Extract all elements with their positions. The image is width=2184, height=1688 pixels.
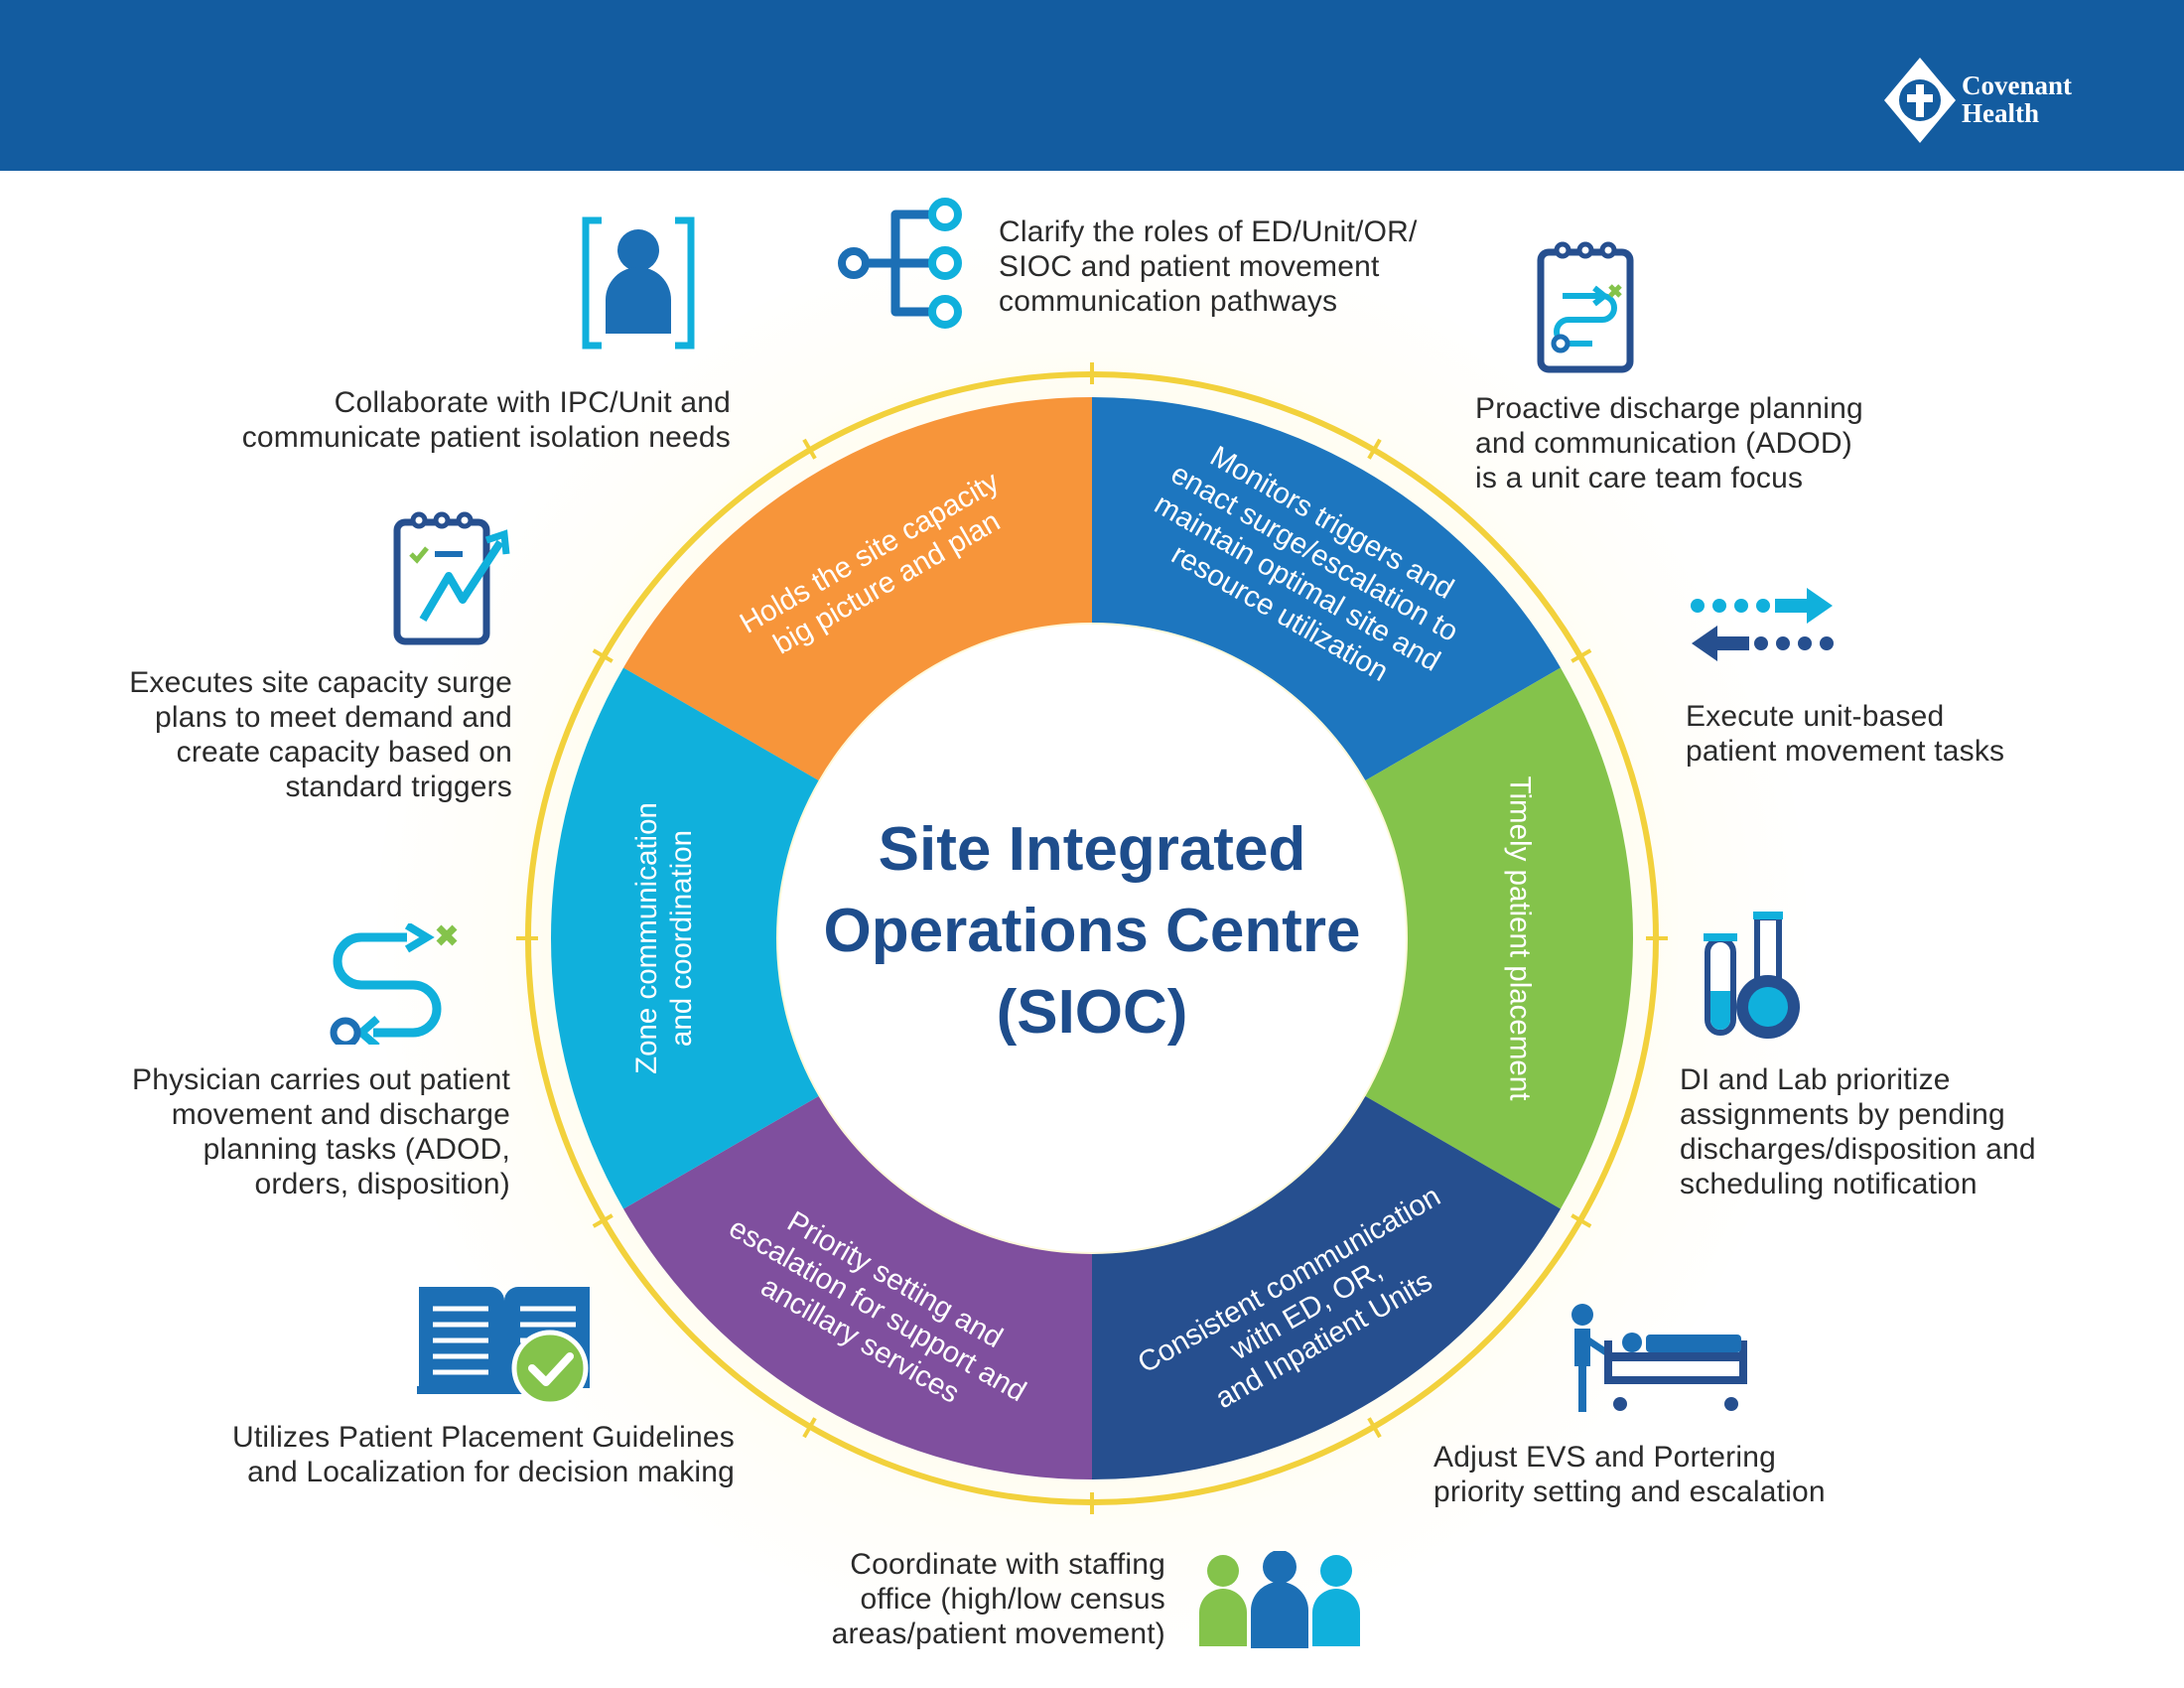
staff-group-icon	[1199, 1551, 1360, 1648]
wheel-segment-label: Zone communicationand coordination	[630, 802, 698, 1074]
item-line: create capacity based on	[176, 736, 512, 769]
item-line: Adjust EVS and Portering	[1433, 1441, 1776, 1474]
org-name-line2: Health	[1962, 98, 2039, 128]
item-line: planning tasks (ADOD,	[203, 1133, 510, 1166]
item-line: Utilizes Patient Placement Guidelines	[232, 1421, 735, 1454]
item-label-evs-portering: Adjust EVS and Portering priority settin…	[1433, 1440, 1826, 1509]
item-line: movement and discharge	[171, 1098, 510, 1131]
wheel-segment-label-line: Timely patient placement	[1504, 776, 1537, 1101]
item-line: Clarify the roles of ED/Unit/OR/	[999, 215, 1418, 248]
ring-tick	[802, 1417, 817, 1439]
item-line: Execute unit-based	[1686, 700, 1945, 733]
item-line: discharges/disposition and	[1680, 1133, 2036, 1166]
item-line: areas/patient movement)	[831, 1618, 1165, 1650]
item-line: communicate patient isolation needs	[241, 421, 731, 454]
wheel-segment	[551, 667, 819, 1209]
patient-isolation-icon	[582, 216, 695, 350]
ring-tick	[1570, 1213, 1592, 1228]
lab-flasks-icon	[1704, 912, 1800, 1039]
item-line: patient movement tasks	[1686, 735, 2005, 768]
item-line: Collaborate with IPC/Unit and	[334, 386, 731, 419]
clipboard-chart-icon	[393, 511, 510, 645]
ring-tick	[592, 648, 614, 663]
item-line: Coordinate with staffing	[850, 1548, 1165, 1581]
wheel-segment-label-line: and coordination	[665, 830, 698, 1047]
wheel-segment	[1092, 397, 1561, 780]
clipboard-route-icon	[1537, 241, 1634, 373]
ring-tick	[802, 438, 817, 460]
item-line: SIOC and patient movement	[999, 250, 1380, 283]
center-title: Site Integrated Operations Centre (SIOC)	[754, 809, 1430, 1054]
covenant-cross-icon	[1884, 58, 1956, 143]
item-line: and Localization for decision making	[247, 1456, 735, 1488]
network-nodes-icon	[838, 198, 962, 329]
item-line: standard triggers	[285, 771, 512, 803]
item-line: DI and Lab prioritize	[1680, 1063, 1951, 1096]
item-line: and communication (ADOD)	[1475, 427, 1852, 460]
item-label-surge-plans: Executes site capacity surge plans to me…	[60, 665, 512, 804]
wheel-segment	[1092, 1096, 1561, 1479]
wheel-segment	[1365, 667, 1633, 1209]
route-path-icon	[330, 923, 458, 1045]
ring-tick	[592, 1213, 614, 1228]
item-label-roles: Clarify the roles of ED/Unit/OR/ SIOC an…	[999, 214, 1418, 319]
item-label-di-lab: DI and Lab prioritize assignments by pen…	[1680, 1062, 2036, 1201]
item-line: Physician carries out patient	[132, 1063, 510, 1096]
guidelines-book-icon	[417, 1287, 590, 1404]
ring-tick	[1367, 438, 1382, 460]
center-title-line2: Operations Centre	[823, 897, 1361, 965]
ring-ticks	[516, 362, 1668, 1514]
wheel-segment	[623, 397, 1092, 780]
item-line: office (high/low census	[860, 1583, 1165, 1616]
item-label-isolation: Collaborate with IPC/Unit and communicat…	[99, 385, 731, 455]
ring-tick	[1367, 1417, 1382, 1439]
ring-tick	[1570, 648, 1592, 663]
item-line: plans to meet demand and	[154, 701, 512, 734]
item-line: Executes site capacity surge	[129, 666, 512, 699]
two-way-arrows-icon	[1691, 588, 1834, 661]
item-label-unit-tasks: Execute unit-based patient movement task…	[1686, 699, 2004, 769]
wheel-segment-label: Timely patient placement	[1504, 776, 1537, 1101]
item-line: scheduling notification	[1680, 1168, 1978, 1200]
item-label-staffing: Coordinate with staffing office (high/lo…	[725, 1547, 1165, 1651]
item-label-discharge-planning: Proactive discharge planning and communi…	[1475, 391, 1863, 495]
wheel-segment-label-line: Zone communication	[630, 802, 663, 1074]
org-name: Covenant Health	[1962, 71, 2072, 127]
center-title-line3: (SIOC)	[996, 978, 1188, 1047]
center-title-line1: Site Integrated	[878, 815, 1306, 884]
item-line: communication pathways	[999, 285, 1338, 318]
item-line: assignments by pending	[1680, 1098, 2005, 1131]
covenant-health-logo: Covenant Health	[1882, 56, 2101, 145]
header-bar: Covenant Health	[0, 0, 2184, 171]
item-line: orders, disposition)	[254, 1168, 510, 1200]
org-name-line1: Covenant	[1962, 70, 2073, 100]
item-label-placement-guidelines: Utilizes Patient Placement Guidelines an…	[139, 1420, 735, 1489]
center-disc	[778, 625, 1406, 1252]
item-line: priority setting and escalation	[1433, 1476, 1826, 1508]
item-label-physician: Physician carries out patient movement a…	[69, 1062, 510, 1201]
porter-stretcher-icon	[1571, 1304, 1747, 1412]
item-line: is a unit care team focus	[1475, 462, 1804, 494]
wheel-segments	[551, 397, 1633, 1479]
wheel-segment	[623, 1096, 1092, 1479]
item-line: Proactive discharge planning	[1475, 392, 1863, 425]
